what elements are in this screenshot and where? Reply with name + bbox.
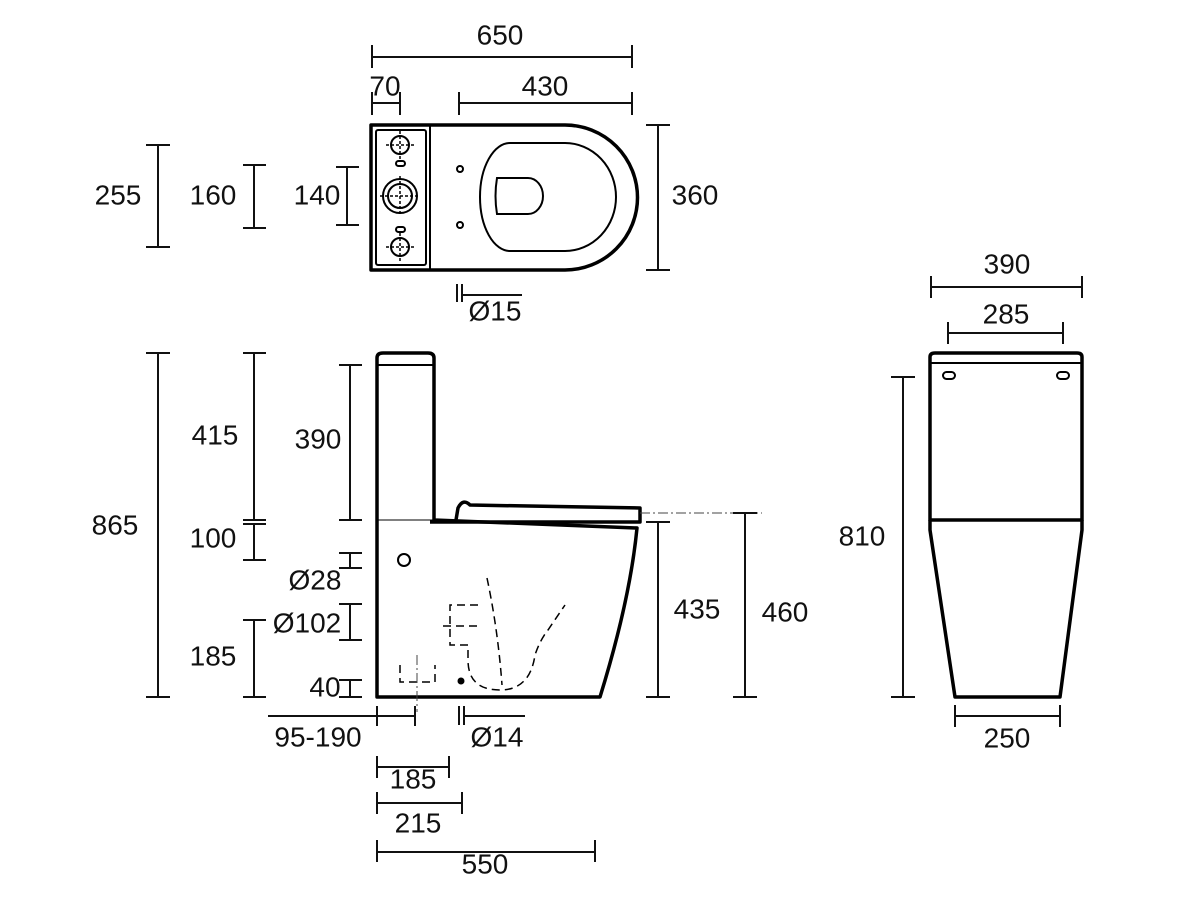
dim-810: 810: [839, 520, 886, 551]
dim-415: 415: [192, 419, 239, 450]
seat-hole: [456, 221, 464, 229]
dim-dia-14: Ø14: [471, 721, 524, 752]
fixing-point: [457, 677, 465, 685]
dim-70: 70: [369, 70, 400, 101]
inlet-hole: [397, 553, 411, 567]
dim-140: 140: [294, 179, 341, 210]
dim-390-front: 390: [984, 248, 1031, 279]
toilet-outline-top: [369, 123, 640, 272]
dim-40: 40: [309, 671, 340, 702]
dim-185-vertical: 185: [190, 640, 237, 671]
dim-865: 865: [92, 509, 139, 540]
dim-250: 250: [984, 722, 1031, 753]
dim-435: 435: [674, 593, 721, 624]
seat-hole: [456, 165, 464, 173]
dim-160: 160: [190, 179, 237, 210]
bowl-well: [494, 177, 544, 215]
dim-650: 650: [477, 19, 524, 50]
dim-360: 360: [672, 179, 719, 210]
toilet-seat: [430, 500, 642, 524]
dim-dia-15: Ø15: [469, 295, 522, 326]
toilet-outline-side: [375, 351, 639, 699]
dim-215: 215: [395, 807, 442, 838]
seat-opening: [479, 142, 617, 252]
side-view: 865 415 100 390 Ø28 Ø102 185 40 435 460 …: [92, 351, 809, 879]
dim-285: 285: [983, 298, 1030, 329]
dim-430: 430: [522, 70, 569, 101]
dim-95-190: 95-190: [274, 721, 361, 752]
tank-top: [375, 129, 427, 266]
dim-550: 550: [462, 848, 509, 879]
dim-dia-102: Ø102: [273, 607, 342, 638]
tank-front: [928, 351, 1084, 522]
dim-185-horizontal: 185: [390, 763, 437, 794]
front-view: 390 285 810 250: [839, 248, 1084, 753]
dim-390: 390: [295, 423, 342, 454]
top-view: 650 70 430 255 160 140 360 Ø15: [95, 19, 719, 326]
pan-front: [928, 520, 1084, 699]
dim-460: 460: [762, 596, 809, 627]
dim-100: 100: [190, 522, 237, 553]
dim-dia-28: Ø28: [289, 564, 342, 595]
dim-255: 255: [95, 179, 142, 210]
